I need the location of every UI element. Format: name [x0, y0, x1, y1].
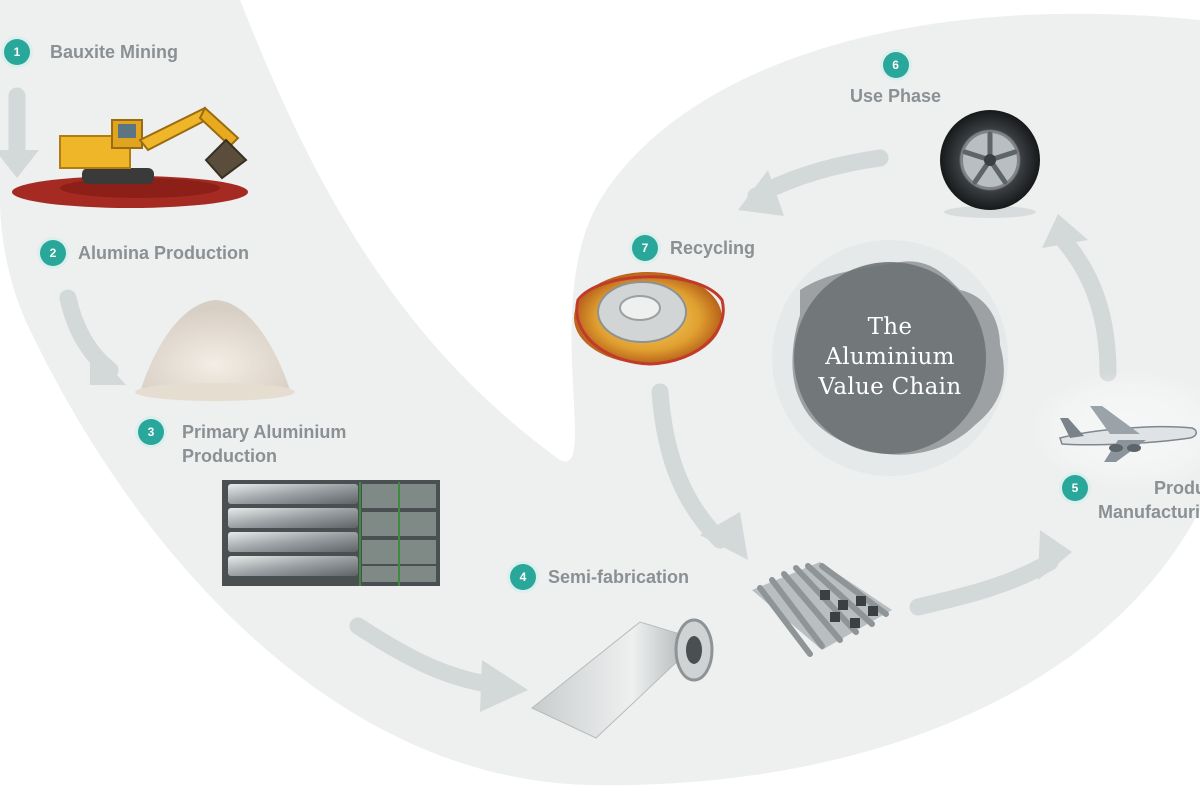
step-number-badge: 3 — [138, 419, 164, 445]
aluminium-profiles-bundle — [752, 562, 892, 657]
arrowhead-5 — [1042, 214, 1088, 248]
step-number-badge: 7 — [632, 235, 658, 261]
step-primary-aluminium-production: 3 Primary Aluminium Production — [138, 419, 347, 468]
step-number-badge: 5 — [1062, 475, 1088, 501]
step-label: Alumina Production — [78, 243, 249, 263]
step-label: Use Phase — [850, 86, 942, 106]
step-product-manufacturing: 5 Product Manufacturing — [1036, 475, 1200, 524]
step-number-badge: 1 — [4, 39, 30, 65]
arrow-heads — [0, 150, 1088, 712]
step-bauxite-mining: 1 Bauxite Mining — [4, 39, 179, 65]
car-wheel-photo — [940, 110, 1040, 218]
excavator-illustration — [12, 106, 248, 208]
step-use-phase: 6 Use Phase — [850, 52, 942, 108]
step-recycling: 7 Recycling — [632, 235, 756, 261]
arrowhead-7 — [700, 512, 748, 560]
step-semi-fabrication: 4 Semi-fabrication — [510, 564, 690, 590]
arrow-7-to-4 — [651, 383, 729, 549]
step-label: Recycling — [670, 238, 756, 258]
airplane-photo — [1030, 370, 1200, 490]
aluminium-ingots-photo — [222, 480, 440, 586]
arrow-4-to-5 — [909, 553, 1059, 616]
step-alumina-production: 2 Alumina Production — [40, 240, 249, 266]
europe-map-silhouette — [792, 261, 1004, 455]
step-label: Product Manufacturing — [1098, 478, 1200, 522]
arrowhead-3 — [480, 660, 528, 712]
arrowhead-2 — [90, 345, 126, 385]
step-number-badge: 4 — [510, 564, 536, 590]
arrowhead-4 — [1038, 530, 1072, 580]
arrowhead-6 — [738, 170, 784, 216]
center-title: The Aluminium Value Chain — [818, 314, 962, 400]
step-label: Bauxite Mining — [50, 42, 179, 62]
alumina-powder-pile — [135, 300, 295, 401]
step-label: Primary Aluminium Production — [182, 422, 347, 466]
step-label: Semi-fabrication — [548, 567, 690, 587]
arrowhead-1 — [0, 150, 39, 178]
crushed-can-photo — [574, 272, 725, 366]
step-number-badge: 2 — [40, 240, 66, 266]
step-number-badge: 6 — [882, 52, 909, 78]
aluminium-sheet-roll — [531, 618, 714, 739]
arrow-5-to-6 — [1051, 227, 1117, 382]
